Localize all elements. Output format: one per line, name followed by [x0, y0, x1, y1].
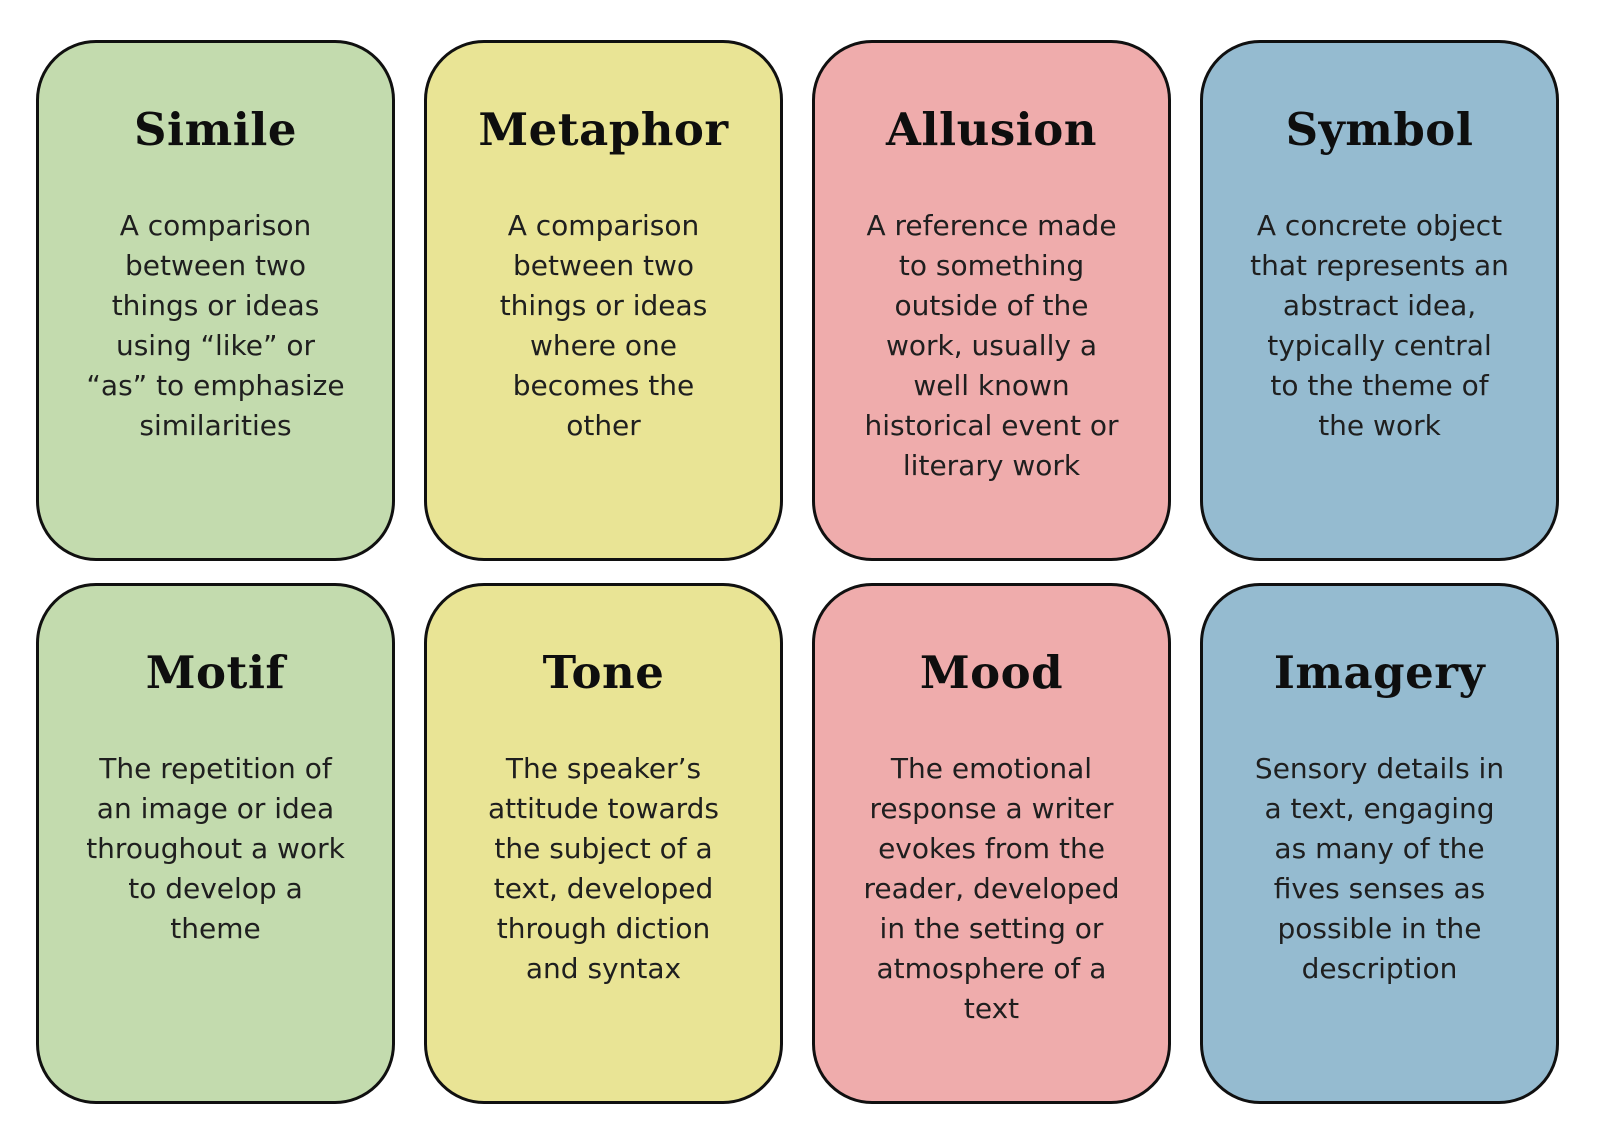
card-definition: A comparison between two things or ideas… — [499, 209, 708, 442]
card-definition: A comparison between two things or ideas… — [86, 209, 345, 442]
flashcard-simile: Simile A comparison between two things o… — [36, 40, 395, 561]
card-definition: A reference made to something outside of… — [864, 209, 1119, 482]
card-title: Symbol — [1285, 103, 1474, 156]
card-definition: The emotional response a writer evokes f… — [863, 752, 1120, 1025]
card-definition: The repetition of an image or idea throu… — [86, 752, 345, 945]
flashcard-allusion: Allusion A reference made to something o… — [812, 40, 1171, 561]
flashcard-motif: Motif The repetition of an image or idea… — [36, 583, 395, 1104]
flashcard-grid: Simile A comparison between two things o… — [36, 40, 1559, 1104]
flashcard-mood: Mood The emotional response a writer evo… — [812, 583, 1171, 1104]
card-definition: The speaker’s attitude towards the subje… — [487, 752, 720, 985]
flashcard-symbol: Symbol A concrete object that represents… — [1200, 40, 1559, 561]
flashcard-tone: Tone The speaker’s attitude towards the … — [424, 583, 783, 1104]
card-title: Simile — [133, 103, 298, 156]
card-definition: A concrete object that represents an abs… — [1250, 209, 1509, 442]
flashcard-imagery: Imagery Sensory details in a text, engag… — [1200, 583, 1559, 1104]
card-title: Imagery — [1273, 646, 1486, 699]
card-title: Allusion — [886, 103, 1097, 156]
card-title: Mood — [919, 646, 1064, 699]
card-title: Tone — [542, 646, 665, 699]
card-title: Metaphor — [478, 103, 729, 156]
flashcard-metaphor: Metaphor A comparison between two things… — [424, 40, 783, 561]
card-definition: Sensory details in a text, engaging as m… — [1254, 752, 1505, 985]
card-title: Motif — [145, 646, 286, 699]
